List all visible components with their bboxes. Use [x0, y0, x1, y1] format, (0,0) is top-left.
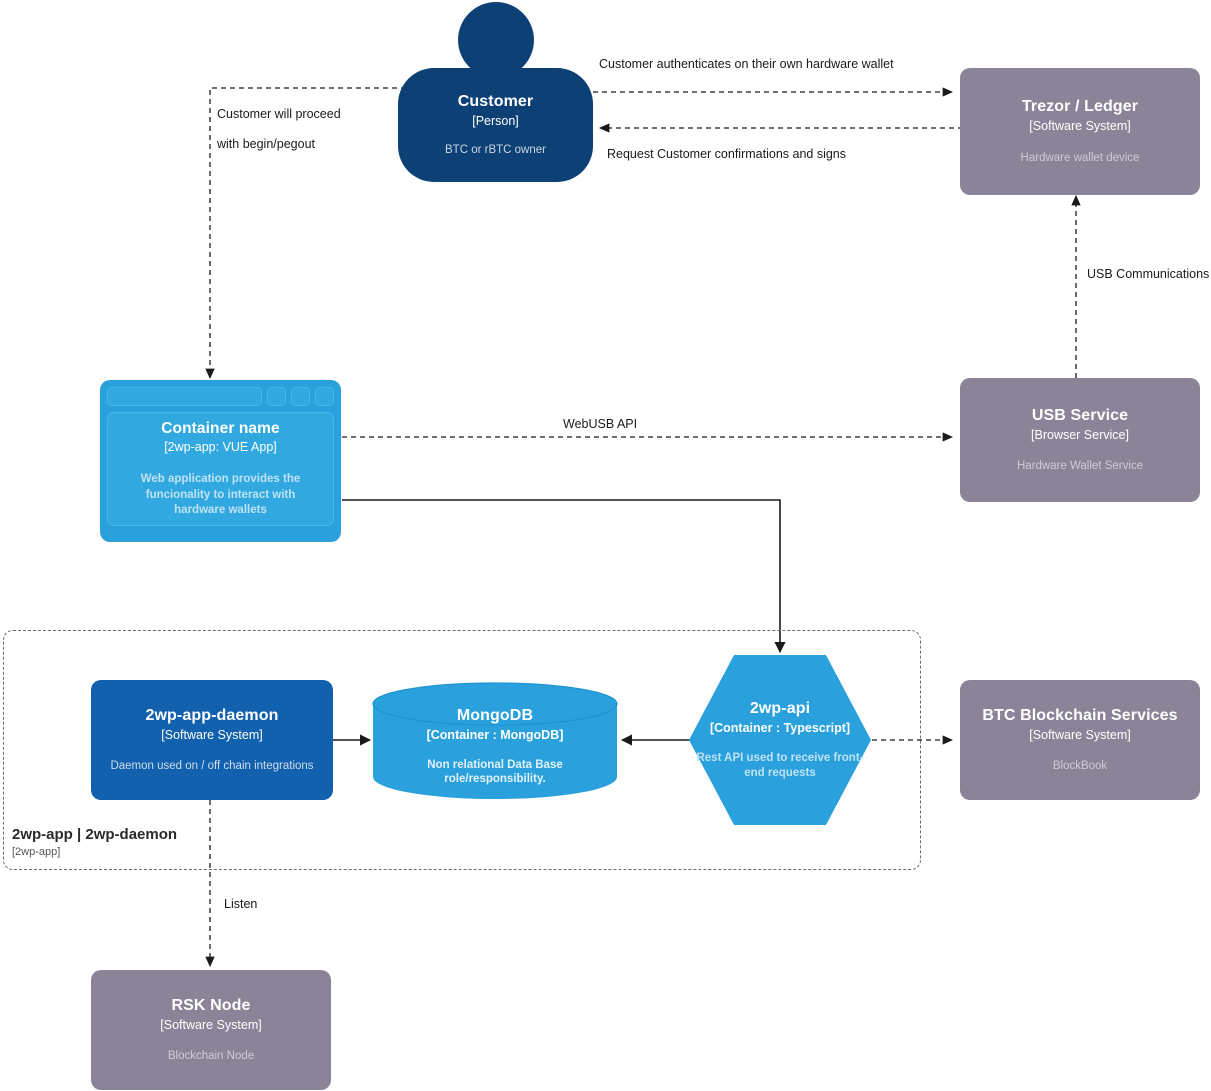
node-2wp-app-daemon-description: Daemon used on / off chain integrations [110, 760, 314, 773]
node-btc-blockchain-services[interactable]: BTC Blockchain Services [Software System… [960, 680, 1200, 800]
person-body: Customer [Person] BTC or rBTC owner [398, 68, 593, 182]
edge-label-customer-to-trezor: Customer authenticates on their own hard… [599, 57, 894, 71]
node-customer[interactable]: Customer [Person] BTC or rBTC owner [398, 2, 593, 182]
node-rsk-node-tech: [Software System] [160, 1017, 262, 1032]
browser-chrome [107, 387, 334, 406]
node-container-name-description: Web application provides the funcionalit… [140, 473, 301, 517]
node-customer-tech: [Person] [472, 113, 519, 128]
browser-button-1-icon[interactable] [267, 387, 286, 406]
browser-viewport: Container name [2wp-app: VUE App] Web ap… [107, 412, 334, 526]
node-2wp-app-daemon[interactable]: 2wp-app-daemon [Software System] Daemon … [91, 680, 333, 800]
node-rsk-node[interactable]: RSK Node [Software System] Blockchain No… [91, 970, 331, 1090]
edge-label-app-to-usbservice: WebUSB API [563, 417, 638, 431]
node-usb-service-description: Hardware Wallet Service [1016, 460, 1144, 473]
node-mongodb-text: MongoDB [Container : MongoDB] Non relati… [372, 682, 618, 799]
boundary-2wp-app [3, 630, 921, 870]
node-customer-description: BTC or rBTC owner [445, 144, 546, 157]
node-2wp-api-description: Rest API used to receive front-end reque… [696, 752, 864, 779]
node-customer-title: Customer [457, 92, 534, 110]
boundary-name: 2wp-app | 2wp-daemon [12, 826, 178, 843]
node-mongodb-tech: [Container : MongoDB] [426, 727, 564, 742]
node-2wp-api-title: 2wp-api [749, 700, 811, 718]
node-trezor-ledger-description: Hardware wallet device [1020, 151, 1140, 164]
node-usb-service-title: USB Service [1031, 406, 1129, 424]
node-container-name-title: Container name [161, 420, 280, 438]
browser-button-2-icon[interactable] [291, 387, 310, 406]
node-btc-blockchain-services-tech: [Software System] [1029, 727, 1131, 742]
edge-label-customer-to-app-line2: with begin/pegout [217, 137, 315, 151]
edge-label-daemon-to-rsk: Listen [224, 897, 258, 911]
boundary-tech: [2wp-app] [12, 846, 61, 858]
person-head-icon [457, 2, 534, 78]
node-rsk-node-description: Blockchain Node [167, 1050, 255, 1063]
node-btc-blockchain-services-description: BlockBook [1052, 760, 1108, 773]
node-trezor-ledger-tech: [Software System] [1029, 119, 1131, 134]
node-trezor-ledger-title: Trezor / Ledger [1021, 98, 1139, 116]
node-mongodb[interactable]: MongoDB [Container : MongoDB] Non relati… [372, 682, 618, 799]
hexagon-shape-icon [689, 655, 871, 825]
node-btc-blockchain-services-title: BTC Blockchain Services [982, 706, 1178, 724]
node-rsk-node-title: RSK Node [171, 996, 251, 1014]
node-mongodb-description: Non relational Data Base role/responsibi… [427, 758, 563, 786]
node-2wp-app-daemon-tech: [Software System] [161, 727, 263, 742]
edge-label-usbservice-to-trezor: USB Communications [1087, 267, 1210, 281]
node-mongodb-title: MongoDB [456, 706, 534, 724]
browser-button-3-icon[interactable] [315, 387, 334, 406]
node-usb-service-tech: [Browser Service] [1031, 427, 1129, 442]
node-2wp-api-tech: [Container : Typescript] [709, 721, 851, 736]
node-2wp-api[interactable]: 2wp-api [Container : Typescript] Rest AP… [688, 654, 872, 826]
node-trezor-ledger[interactable]: Trezor / Ledger [Software System] Hardwa… [960, 68, 1200, 195]
edge-label-trezor-to-customer: Request Customer confirmations and signs [607, 147, 847, 161]
boundary-label: 2wp-app | 2wp-daemon [2wp-app] [12, 826, 312, 858]
node-container-name-tech: [2wp-app: VUE App] [164, 440, 277, 455]
node-container-name[interactable]: Container name [2wp-app: VUE App] Web ap… [100, 380, 341, 542]
node-2wp-app-daemon-title: 2wp-app-daemon [145, 706, 279, 724]
browser-address-bar[interactable] [107, 387, 262, 406]
node-2wp-api-text: 2wp-api [Container : Typescript] Rest AP… [688, 654, 872, 826]
edge-label-customer-to-app-line1: Customer will proceed [217, 107, 341, 121]
cylinder-shape-icon [372, 682, 618, 799]
node-usb-service[interactable]: USB Service [Browser Service] Hardware W… [960, 378, 1200, 502]
